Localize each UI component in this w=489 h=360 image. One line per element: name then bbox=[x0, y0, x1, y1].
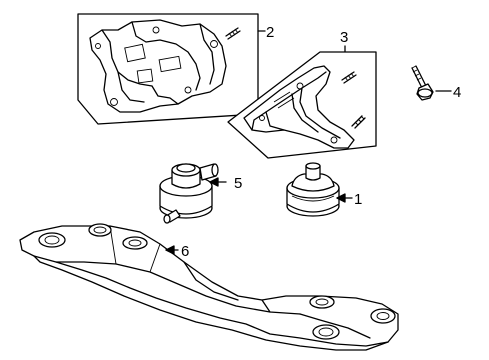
lower-bracket-part bbox=[243, 65, 355, 149]
callout-1-label: 1 bbox=[354, 191, 362, 208]
upper-bracket-part bbox=[89, 19, 227, 113]
engine-mount-part: 1 bbox=[286, 162, 362, 217]
transmission-mount-part: 5 bbox=[159, 163, 242, 224]
lower-stud-lower bbox=[351, 115, 366, 129]
upper-bracket-group: 2 bbox=[77, 13, 274, 125]
callout-4-label: 4 bbox=[453, 84, 461, 101]
callout-3-label: 3 bbox=[340, 29, 348, 46]
callout-2-label: 2 bbox=[266, 24, 274, 41]
upper-stud bbox=[225, 27, 241, 40]
bolt-part: 4 bbox=[411, 65, 461, 101]
lower-stud-upper bbox=[341, 71, 357, 84]
crossmember-part: 6 bbox=[19, 223, 399, 351]
lower-bracket-group: 3 bbox=[227, 29, 377, 159]
callout-6-label: 6 bbox=[181, 243, 189, 260]
callout-5-label: 5 bbox=[234, 175, 242, 192]
